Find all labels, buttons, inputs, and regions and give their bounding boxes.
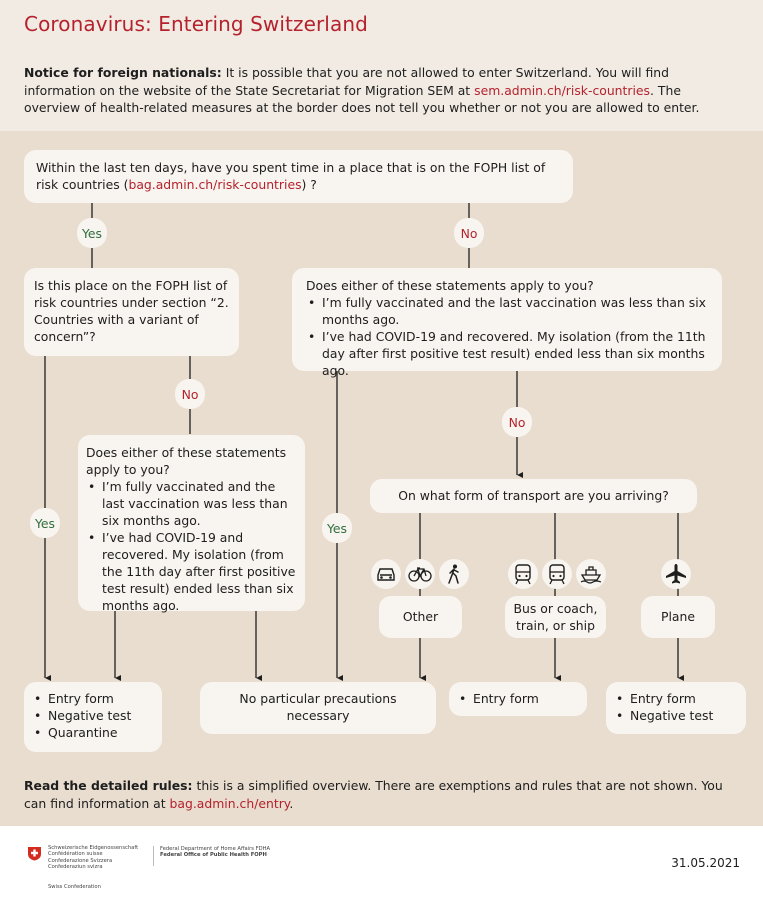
result-no-precautions: No particular precautions necessary [200,682,436,734]
result-item: Entry form [457,690,579,707]
question-variant-of-concern: Is this place on the FOPH list of risk c… [24,268,239,356]
label-yes: Yes [77,218,107,248]
question-risk-countries: Within the last ten days, have you spent… [24,150,573,203]
label-no: No [502,407,532,437]
statement-item: I’ve had COVID-19 and recovered. My isol… [306,328,708,379]
train-icon [508,559,538,589]
result-entry-form: Entry form [449,682,587,716]
pedestrian-icon [439,559,469,589]
question-vaccinated-recovered-no: Does either of these statements apply to… [292,268,722,378]
bicycle-icon [405,559,435,589]
plane-icon [661,559,691,589]
car-icon [371,559,401,589]
result-item: Entry form [32,690,154,707]
result-item: Entry form [614,690,738,707]
label-yes: Yes [30,508,60,538]
publication-date: 31.05.2021 [671,856,740,870]
result-plane: Entry form Negative test [606,682,746,734]
page-title: Coronavirus: Entering Switzerland [24,12,368,36]
flowchart: Within the last ten days, have you spent… [0,131,763,768]
result-item: Negative test [614,707,738,724]
label-yes: Yes [322,513,352,543]
transport-bus-train-ship: Bus or coach, train, or ship [505,596,606,638]
result-item: Quarantine [32,724,154,741]
label-no: No [175,379,205,409]
header-section [0,0,763,131]
train-icon [542,559,572,589]
statement-item: I’m fully vaccinated and the last vaccin… [306,294,708,328]
statement-list: I’m fully vaccinated and the last vaccin… [306,294,708,379]
swiss-confederation: Swiss Confederation [48,884,101,890]
department-names: Federal Department of Home Affairs FDHA … [153,846,270,866]
swiss-flag-icon [27,846,42,861]
ship-icon [576,559,606,589]
statement-list: I’m fully vaccinated and the last vaccin… [86,478,297,614]
sem-link[interactable]: sem.admin.ch/risk-countries [474,82,651,98]
icons-plane [661,559,691,589]
footer: Schweizerische Eidgenossenschaft Confédé… [0,826,763,900]
statement-item: I’ve had COVID-19 and recovered. My isol… [86,529,297,614]
notice-text: Notice for foreign nationals: It is poss… [24,65,700,115]
result-quarantine: Entry form Negative test Quarantine [24,682,162,752]
statement-item: I’m fully vaccinated and the last vaccin… [86,478,297,529]
icons-bus-train-ship [508,559,606,589]
detailed-rules-note: Read the detailed rules: this is a simpl… [24,778,723,811]
icons-other [371,559,469,589]
label-no: No [454,218,484,248]
risk-countries-link[interactable]: bag.admin.ch/risk-countries [128,177,302,192]
confederation-names: Schweizerische Eidgenossenschaft Confédé… [48,845,139,871]
transport-plane: Plane [641,596,715,638]
result-item: Negative test [32,707,154,724]
question-transport: On what form of transport are you arrivi… [370,479,697,513]
entry-link[interactable]: bag.admin.ch/entry [169,795,290,811]
question-vaccinated-recovered-yes: Does either of these statements apply to… [78,435,305,614]
transport-other: Other [379,596,462,638]
